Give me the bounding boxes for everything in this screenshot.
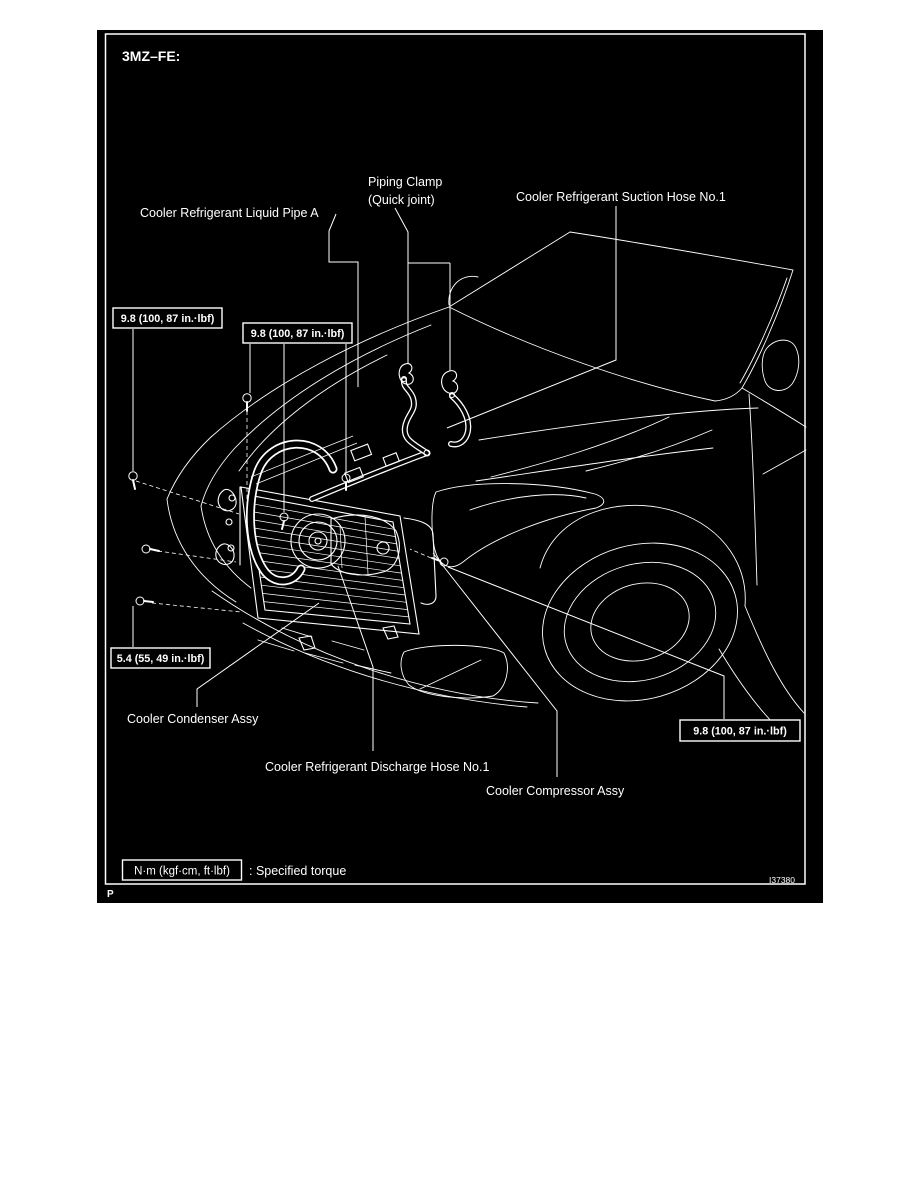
drawing-number: I37380 (769, 875, 795, 885)
torque-value-right: 9.8 (100, 87 in.·lbf) (693, 726, 787, 738)
torque-box-lower-left: 5.4 (55, 49 in.·lbf) (110, 647, 211, 669)
label-piping-clamp: Piping Clamp (368, 175, 442, 189)
condenser-assembly (215, 363, 472, 651)
front-wheel (542, 542, 738, 702)
label-discharge-hose: Cooler Refrigerant Discharge Hose No.1 (265, 760, 489, 774)
torque-value-top-center: 9.8 (100, 87 in.·lbf) (251, 328, 345, 340)
piping-clamp-right (441, 370, 459, 395)
condenser-core (240, 486, 420, 635)
label-compressor: Cooler Compressor Assy (486, 784, 625, 798)
torque-box-right: 9.8 (100, 87 in.·lbf) (679, 719, 801, 742)
receiver-drier (403, 517, 437, 605)
label-condenser: Cooler Condenser Assy (127, 712, 259, 726)
label-liquid-pipe: Cooler Refrigerant Liquid Pipe A (140, 206, 319, 220)
label-piping-clamp-sub: (Quick joint) (368, 193, 435, 207)
diagram-panel (97, 30, 823, 903)
legend-note: : Specified torque (249, 864, 346, 878)
side-mirror (761, 339, 800, 391)
label-suction-hose: Cooler Refrigerant Suction Hose No.1 (516, 190, 726, 204)
torque-box-top-center: 9.8 (100, 87 in.·lbf) (242, 322, 353, 344)
car-outline (166, 231, 807, 732)
torque-value-lower-left: 5.4 (55, 49 in.·lbf) (117, 653, 205, 665)
piping-clamp-left (398, 363, 414, 385)
wheel-arch (539, 504, 746, 607)
condenser-fins (249, 502, 409, 618)
compressor (290, 513, 400, 576)
fog-light (400, 644, 508, 699)
page-marker: P (107, 889, 114, 900)
leader-lines (132, 206, 725, 777)
diagram-frame (104, 33, 806, 885)
torque-value-top-left: 9.8 (100, 87 in.·lbf) (121, 313, 215, 325)
legend-unit-box: N·m (kgf·cm, ft·lbf) (134, 866, 230, 878)
torque-box-top-left: 9.8 (100, 87 in.·lbf) (112, 307, 223, 329)
torque-legend: N·m (kgf·cm, ft·lbf) : Specified torque (121, 859, 346, 881)
engine-code-title: 3MZ–FE: (122, 48, 180, 64)
